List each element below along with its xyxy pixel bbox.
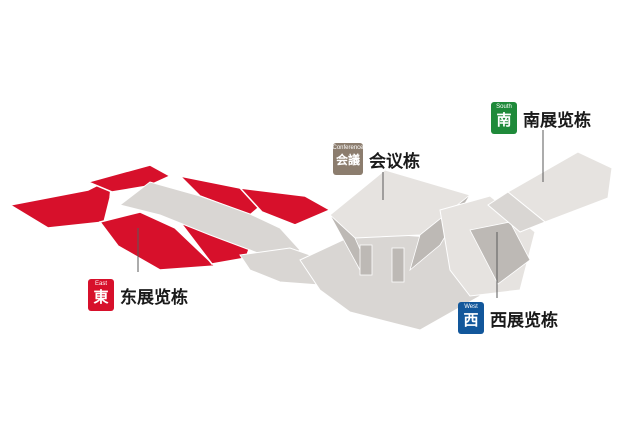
conference-building[interactable] (299, 169, 481, 331)
east-corridor (118, 181, 301, 263)
west-badge: West 西 (458, 302, 484, 334)
label-conference[interactable]: Conference 会議 会议栋 (332, 143, 420, 175)
label-east[interactable]: East 東 东展览栋 (88, 279, 188, 311)
east-hall-block (238, 187, 332, 226)
conference-badge: Conference 会議 (332, 143, 364, 175)
west-badge-cjk: 西 (463, 311, 479, 329)
east-badge-en: East (94, 281, 107, 287)
east-hall-block (7, 176, 113, 229)
south-hall-block (487, 191, 546, 233)
east-badge: East 東 (88, 279, 114, 311)
south-badge-en: South (496, 104, 512, 110)
conference-pillar (359, 244, 373, 276)
conference-pillar (391, 247, 405, 283)
east-hall-group[interactable] (7, 164, 332, 271)
conference-name: 会议栋 (369, 151, 420, 172)
south-hall-group[interactable] (487, 151, 613, 233)
conference-badge-en: Conference (332, 145, 364, 151)
south-badge-cjk: 南 (496, 111, 512, 129)
west-badge-en: West (464, 304, 478, 310)
south-name: 南展览栋 (523, 110, 591, 131)
east-name: 东展览栋 (120, 287, 188, 308)
label-south[interactable]: South 南 南展览栋 (491, 102, 591, 134)
label-west[interactable]: West 西 西展览栋 (458, 302, 558, 334)
west-hall-block (469, 221, 531, 285)
east-hall-block (98, 211, 217, 271)
west-name: 西展览栋 (490, 310, 558, 331)
south-badge: South 南 (491, 102, 517, 134)
conference-badge-cjk: 会議 (335, 153, 360, 167)
east-badge-cjk: 東 (93, 288, 109, 306)
